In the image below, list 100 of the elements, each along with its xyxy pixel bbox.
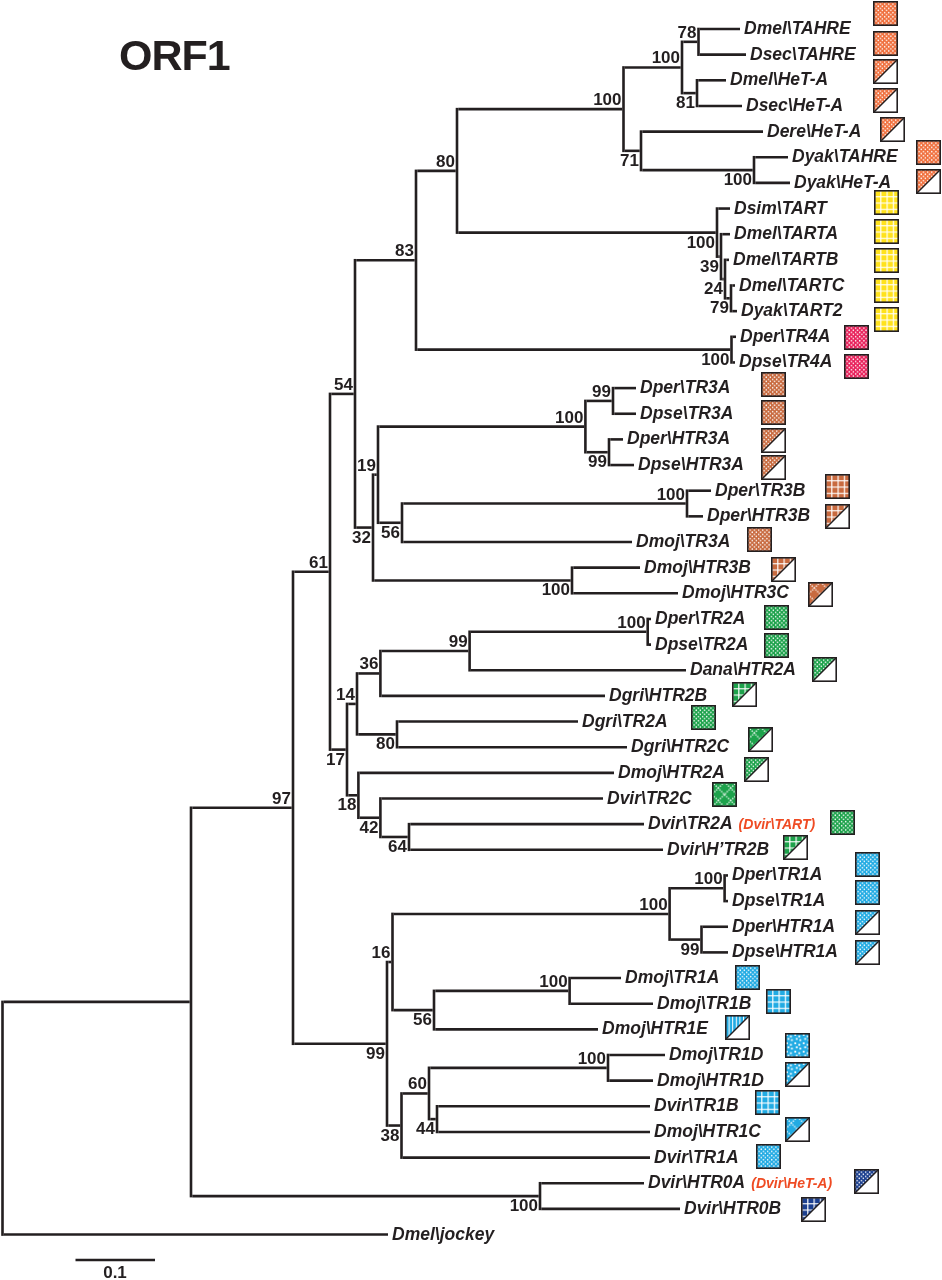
taxon-label: Dper\TR2A [651,608,746,627]
tree-branch [726,297,730,300]
tree-branch [586,450,608,454]
taxon-label: Dyak\HeT-A [790,172,892,191]
taxon-label: Dpse\HTR1A [728,942,838,961]
taxon-label: Dmoj\TR1B [653,993,752,1012]
tree-branch [356,526,372,529]
tree-branch [649,643,651,646]
tree-branch [470,668,686,672]
bootstrap-value: 97 [272,790,291,806]
taxon-label: Dmoj\HTR3C [678,583,789,602]
tree-branch [541,1207,680,1211]
tree-branch [3,1000,190,1004]
taxon-label: Dpse\HTR3A [634,455,744,474]
bootstrap-value: 14 [336,686,355,702]
tree-branch [402,1156,650,1159]
branch-junction [385,960,389,1127]
branch-junction [468,630,471,672]
taxon-label: Dvir\TR1A [650,1147,739,1166]
bootstrap-value: 24 [704,281,723,297]
branch-junction [395,720,399,749]
bootstrap-value: 80 [436,153,455,169]
taxon-label: Dgri\TR2A [578,711,668,730]
taxon-label: Dpse\TR4A [735,352,833,371]
tree-branch [359,771,614,775]
branch-junction [345,702,349,797]
taxon-label: Dmoj\HTR3B [640,557,751,576]
tree-branch [609,1079,653,1082]
tree-branch [381,694,605,698]
tree-branch [649,617,651,621]
taxon-label: Dmel\TARTB [729,249,839,268]
bootstrap-value: 38 [380,1127,400,1143]
branch-junction [355,672,359,736]
taxon-label: Dper\TR3A [636,378,731,397]
tree-branch [642,168,753,172]
tree-branch [430,1066,607,1070]
tree-branch [398,745,627,749]
bootstrap-value: 64 [388,838,407,854]
tree-branch [410,848,663,852]
bootstrap-value: 100 [593,92,622,108]
bootstrap-value: 54 [334,376,353,392]
tree-branch [718,255,720,258]
branch-junction [379,649,382,698]
taxon-label: Dyak\TART2 [737,301,843,320]
bootstrap-value: 100 [539,973,568,989]
bootstrap-value: 16 [371,945,391,960]
tree-branch [726,258,729,262]
tree-branch [722,277,724,281]
branch-junction [719,232,723,281]
taxon-label: Dpse\TR2A [651,634,749,653]
branch-junction [189,806,193,1198]
branch-junction [752,155,756,185]
tree-branch [3,1233,388,1236]
tree-branch [732,361,735,364]
taxon-label: Dmoj\TR1D [665,1045,764,1063]
tree-branch [393,1008,433,1012]
bootstrap-value: 56 [381,524,400,540]
taxon-label: Dper\HTR1A [728,916,836,935]
branch-junction [427,1066,431,1121]
tree-branch [688,489,711,492]
branch-junction [400,502,404,544]
branch-junction [432,989,436,1031]
tree-branch [381,649,469,653]
bootstrap-value: 17 [326,751,345,767]
branch-junction [680,40,684,95]
bootstrap-value: 83 [395,243,414,259]
tree-branch [732,284,735,287]
taxon-label: Dsec\HeT-A [742,95,844,114]
bootstrap-value: 100 [577,1050,606,1066]
branch-junction [570,566,574,595]
taxon-label: Dvir\HTR0A [644,1173,746,1192]
taxon-label: Dana\HTR2A [686,660,796,679]
bootstrap-value: 80 [376,736,395,752]
tree-branch [702,951,728,954]
bootstrap-value: 100 [509,1198,538,1214]
branch-junction [538,1181,542,1211]
tree-branch [430,1117,436,1121]
tree-branch [610,438,623,441]
bootstrap-value: 79 [710,300,729,316]
tree-branch [403,540,632,544]
taxon-label: Dmel\HeT-A [726,70,829,89]
taxon-label: Dgri\HTR2B [605,685,708,704]
branch-junction [723,258,727,300]
tree-branch [609,1053,665,1057]
taxon-label: Dpse\TR3A [636,403,734,422]
branch-junction [391,912,394,1012]
tree-branch [358,733,396,736]
branch-junction [730,335,733,364]
taxon-label: Dmel\TARTA [730,224,839,243]
bootstrap-value: 18 [337,797,357,813]
bootstrap-value: 100 [639,896,668,912]
tree-branch [458,107,623,111]
branch-junction [607,438,611,467]
branch-junction [697,27,700,56]
tree-branch [374,473,377,476]
branch-junction [357,771,360,820]
taxon-label: Dper\HTR3A [623,429,731,448]
tree-branch [381,835,408,839]
tree-branch [755,181,790,185]
taxon-label: Dyak\TAHRE [788,147,898,166]
